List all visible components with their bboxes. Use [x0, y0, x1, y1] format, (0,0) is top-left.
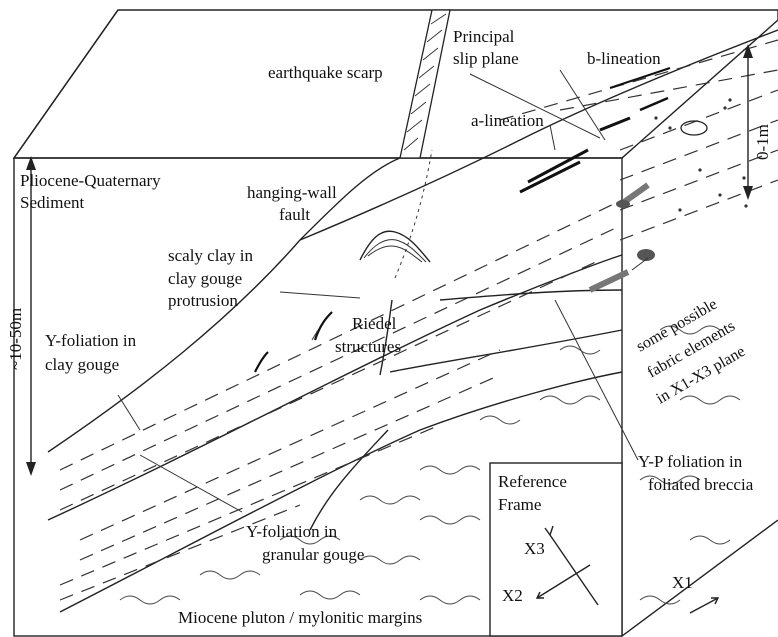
label-riedel-1: Riedel	[352, 314, 397, 333]
label-riedel-2: structures	[335, 337, 401, 356]
label-x1: X1	[672, 573, 693, 592]
label-ref-2: Frame	[498, 495, 541, 514]
label-thickness: ~10-50m	[6, 308, 25, 370]
label-yp-2: foliated breccia	[648, 475, 754, 494]
label-a-lineation: a-lineation	[471, 111, 544, 130]
label-earthquake-scarp: earthquake scarp	[268, 63, 383, 82]
label-scaly-2: clay gouge	[168, 269, 242, 288]
label-yp-1: Y-P foliation in	[638, 452, 743, 471]
label-hanging-wall-1: hanging-wall	[247, 183, 337, 202]
label-principal-slip-1: Principal	[453, 27, 515, 46]
label-ref-1: Reference	[498, 472, 567, 491]
label-yfol-clay-1: Y-foliation in	[45, 331, 137, 350]
label-sediment-2: Sediment	[20, 193, 84, 212]
block-top-face	[14, 10, 778, 158]
label-yfol-gran-2: granular gouge	[262, 545, 364, 564]
block-right-face-edge	[622, 520, 778, 636]
label-thickness-small: 0-1m	[753, 124, 772, 160]
label-yfol-gran-1: Y-foliation in	[246, 522, 338, 541]
label-yfol-clay-2: clay gouge	[45, 355, 119, 374]
label-sediment-1: Pliocene-Quaternary	[20, 171, 161, 190]
label-x2: X2	[502, 586, 523, 605]
label-principal-slip-2: slip plane	[453, 49, 519, 68]
label-x3: X3	[524, 539, 545, 558]
label-hanging-wall-2: fault	[279, 205, 310, 224]
label-scaly-1: scaly clay in	[168, 246, 253, 265]
label-scaly-3: protrusion	[168, 291, 238, 310]
label-b-lineation: b-lineation	[587, 49, 661, 68]
label-pluton: Miocene pluton / mylonitic margins	[178, 608, 422, 627]
